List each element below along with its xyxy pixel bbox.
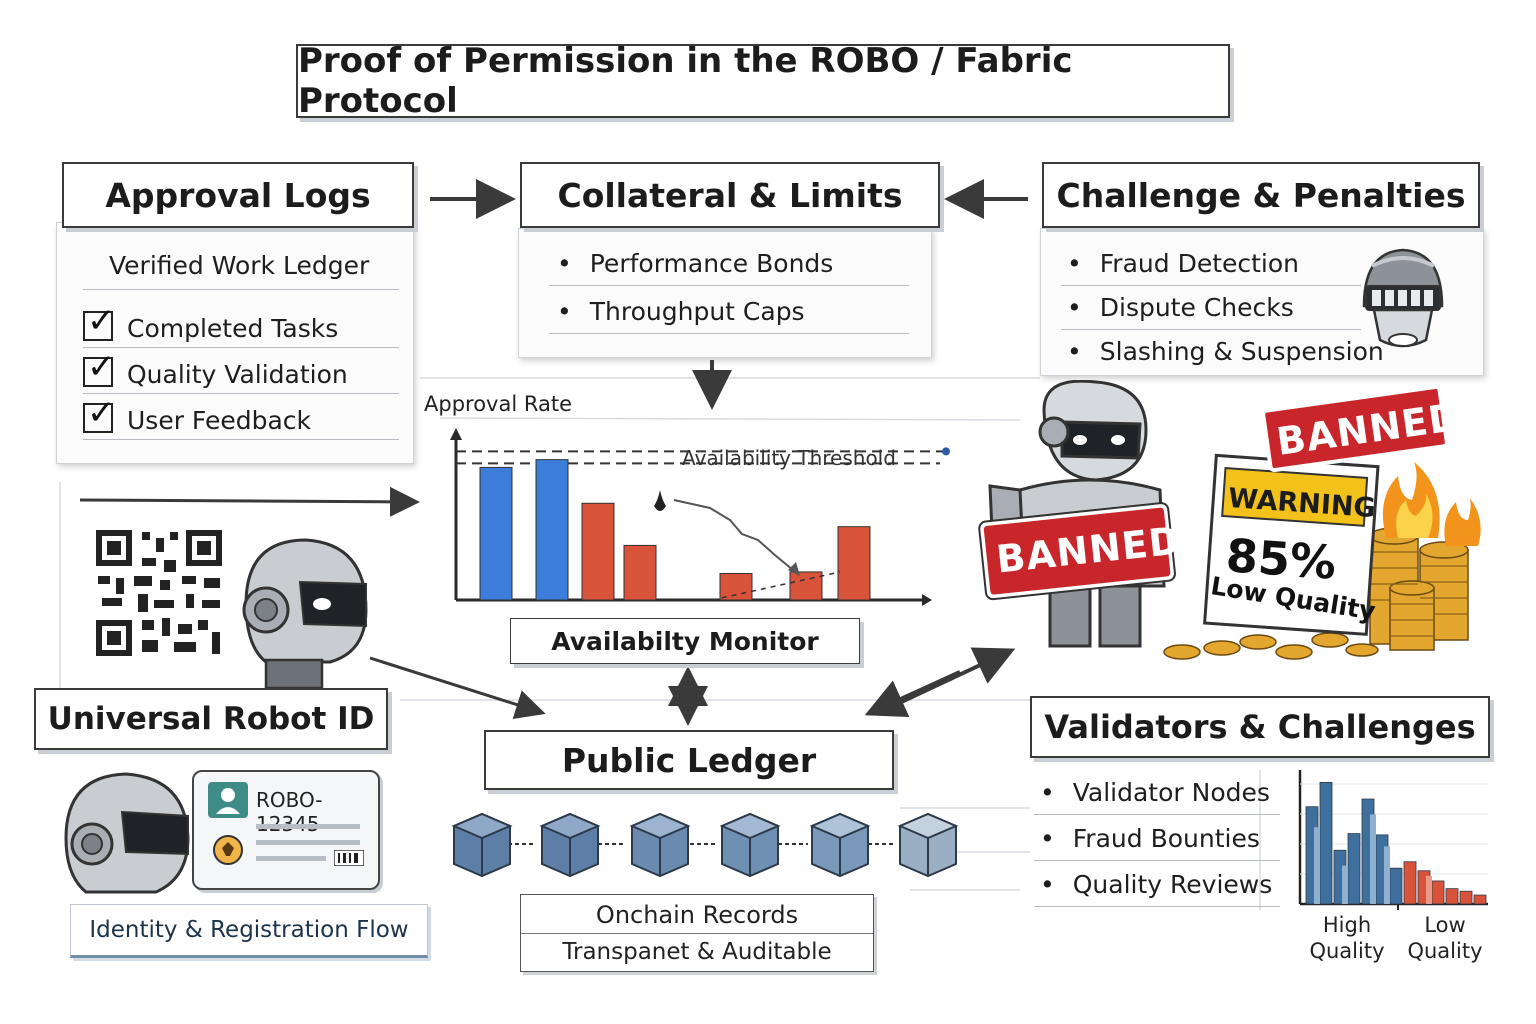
quality-bar [1473, 894, 1487, 905]
verified-work-ledger-label: Verified Work Ledger [109, 251, 370, 280]
seal-icon [213, 835, 243, 865]
approval-bar [535, 459, 569, 601]
checkbox-checked-icon [83, 301, 116, 341]
fire-icon [1382, 462, 1481, 546]
availability-monitor-caption: Availabilty Monitor [510, 618, 860, 664]
validators-list: Validator Nodes Fraud Bounties Quality R… [1032, 764, 1282, 916]
trend-dashed-line [711, 571, 841, 601]
quality-bar [1445, 888, 1459, 905]
validator-item-fraud-bounties: Fraud Bounties [1040, 824, 1282, 853]
validators-heading: Validators & Challenges [1030, 696, 1490, 758]
approval-item-completed-tasks: Completed Tasks [83, 301, 413, 343]
approval-bar [623, 544, 657, 601]
approval-item-user-feedback: User Feedback [83, 393, 413, 435]
validator-item-quality-reviews: Quality Reviews [1040, 870, 1282, 899]
qr-code-icon [94, 528, 224, 658]
robot-head-icon [64, 772, 190, 894]
quality-bar-secondary [1384, 846, 1390, 904]
arrow-penalty-to-ledger [864, 670, 961, 717]
helmet-icon [1362, 248, 1444, 348]
page-title: Proof of Permission in the ROBO / Fabric… [296, 41, 1230, 121]
ledger-block [629, 812, 691, 878]
banned-tag [1261, 384, 1449, 473]
collateral-item-performance-bonds: Performance Bonds [557, 249, 931, 278]
high-quality-label: High Quality [1309, 913, 1385, 963]
onchain-records-box: Onchain Records Transpanet & Auditable [520, 894, 874, 972]
availability-monitor-chart [450, 428, 950, 606]
robot-id-card: ROBO-12345 [192, 770, 380, 890]
user-avatar-icon [208, 782, 248, 818]
collateral-item-throughput-caps: Throughput Caps [557, 297, 931, 326]
collateral-heading: Collateral & Limits [520, 162, 940, 228]
identity-registration-flow-label: Identity & Registration Flow [70, 904, 428, 958]
approval-bar [479, 466, 513, 601]
quality-bar-secondary [1426, 875, 1432, 904]
checkbox-checked-icon [83, 393, 116, 433]
coin-stacks [1163, 527, 1469, 660]
transparent-auditable-label: Transpanet & Auditable [562, 939, 832, 965]
ledger-block [897, 812, 959, 878]
quality-bar [1319, 781, 1333, 905]
quality-bar-secondary [1370, 814, 1376, 904]
threshold-marker [942, 447, 950, 456]
decline-trend-line [673, 499, 799, 575]
warning-sign [1203, 453, 1380, 636]
quality-bar [1403, 861, 1417, 905]
low-quality-axis-label: Low Quality [1407, 913, 1483, 963]
challenge-heading: Challenge & Penalties [1042, 162, 1480, 228]
approval-item-quality-validation: Quality Validation [83, 347, 413, 389]
availability-threshold-label: Availability Threshold [682, 446, 896, 470]
drop-icon [654, 490, 666, 511]
barcode-icon [334, 850, 364, 866]
ledger-block [719, 812, 781, 878]
ledger-block [451, 812, 513, 878]
blockchain-blocks [451, 812, 959, 878]
arrow-id-to-monitor [79, 486, 420, 517]
ledger-block [539, 812, 601, 878]
approval-bar [837, 526, 871, 601]
checkbox-checked-icon [83, 347, 116, 387]
collateral-card: Performance Bonds Throughput Caps [518, 228, 932, 358]
public-ledger-heading: Public Ledger [484, 730, 894, 790]
quality-bar-secondary [1314, 827, 1320, 904]
ledger-block [809, 812, 871, 878]
validator-item-validator-nodes: Validator Nodes [1040, 778, 1282, 807]
approval-bar [789, 571, 823, 601]
quality-bar [1431, 880, 1445, 905]
approval-logs-card: Verified Work Ledger Completed Tasks Qua… [56, 222, 414, 464]
banned-sign [978, 502, 1176, 601]
challenge-item-dispute-checks: Dispute Checks [1067, 293, 1483, 322]
quality-bar-secondary [1342, 865, 1348, 904]
quality-bar [1347, 833, 1361, 905]
robot-head-icon [242, 538, 368, 690]
universal-robot-id-heading: Universal Robot ID [34, 688, 388, 750]
quality-bar [1389, 867, 1403, 905]
approval-rate-label: Approval Rate [424, 392, 573, 416]
quality-bar [1459, 890, 1473, 905]
challenge-item-fraud-detection: Fraud Detection [1067, 249, 1483, 278]
penalty-illustration [978, 380, 1481, 660]
approval-bar [581, 502, 615, 601]
arrow-robot-to-ledger [369, 656, 546, 720]
approval-logs-heading: Approval Logs [62, 162, 414, 228]
onchain-records-label: Onchain Records [595, 901, 799, 929]
quality-distribution-chart [1298, 770, 1488, 910]
approval-bar [719, 572, 753, 601]
challenge-item-slashing-suspension: Slashing & Suspension [1067, 337, 1483, 366]
